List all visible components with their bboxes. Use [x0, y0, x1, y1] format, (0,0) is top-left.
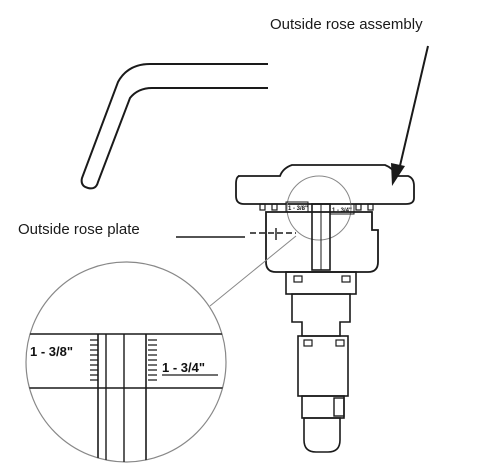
lever-handle — [80, 63, 268, 190]
rose-plate-leader — [176, 228, 296, 240]
magnified-detail: 1 - 3/8" 1 - 3/4" — [26, 333, 226, 462]
outside-rose-plate-label: Outside rose plate — [18, 221, 140, 238]
top-left-backset-text: 1 - 3/8" — [288, 206, 308, 212]
detail-magnified-circle — [25, 261, 227, 463]
rose-cap — [235, 164, 415, 211]
right-backset-text: 1 - 3/4" — [162, 360, 205, 375]
outside-rose-assembly-label: Outside rose assembly — [270, 16, 423, 33]
lock-housing — [265, 203, 379, 273]
detail-connector-line — [209, 235, 297, 307]
detail-source-circle — [286, 175, 352, 241]
assembly-pointer-arrow — [391, 45, 429, 186]
lower-chassis — [285, 271, 357, 453]
top-right-backset-text: 1 - 3/4" — [332, 208, 352, 214]
left-backset-text: 1 - 3/8" — [30, 344, 73, 359]
